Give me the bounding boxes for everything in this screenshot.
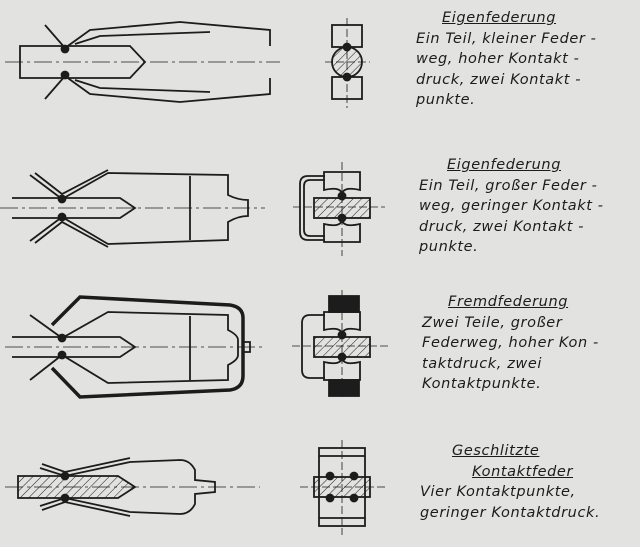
description-title: Geschlitzte: [452, 443, 540, 459]
description-eigenfederung-1: Eigenfederung Ein Teil, kleiner Feder - …: [416, 8, 597, 111]
drawing-eigenfederung-large-front: [293, 162, 385, 256]
description-line: punkte.: [419, 239, 479, 255]
description-line: druck, zwei Kontakt -: [419, 218, 585, 235]
drawing-eigenfederung-small-front: [325, 18, 370, 108]
description-line: Federweg, hoher Kon -: [422, 335, 599, 351]
drawing-fremdfederung-front: [292, 290, 388, 400]
description-line: taktdruck, zwei: [422, 355, 543, 372]
drawing-eigenfederung-small-side: [5, 21, 280, 103]
description-line: Zwei Teile, großer: [422, 314, 563, 331]
drawing-geschlitzte-kontaktfeder-side: [5, 457, 260, 517]
drawing-fremdfederung-side: [5, 295, 265, 399]
description-title: Fremdfederung: [448, 294, 569, 310]
drawing-eigenfederung-large-side: [0, 169, 265, 248]
description-line: geringer Kontaktdruck.: [420, 504, 601, 521]
description-fremdfederung: Fremdfederung Zwei Teile, großer Federwe…: [422, 292, 599, 395]
description-title: Eigenfederung: [442, 10, 557, 26]
drawing-geschlitzte-kontaktfeder-front: [300, 440, 385, 535]
description-line: Ein Teil, kleiner Feder -: [416, 30, 597, 47]
description-title: Eigenfederung: [447, 157, 562, 173]
description-line: Kontaktpunkte.: [422, 376, 542, 392]
description-eigenfederung-2: Eigenfederung Ein Teil, großer Feder - w…: [419, 155, 604, 258]
description-line: Ein Teil, großer Feder -: [419, 177, 598, 194]
description-line: punkte.: [416, 92, 476, 108]
description-line: weg, geringer Kontakt -: [419, 198, 604, 214]
description-title-2: Kontaktfeder: [472, 463, 574, 480]
description-line: weg, hoher Kontakt -: [416, 51, 580, 67]
description-line: Vier Kontaktpunkte,: [420, 484, 576, 500]
description-line: druck, zwei Kontakt -: [416, 71, 582, 88]
description-geschlitzte-kontaktfeder: Geschlitzte Kontaktfeder Vier Kontaktpun…: [420, 441, 600, 523]
